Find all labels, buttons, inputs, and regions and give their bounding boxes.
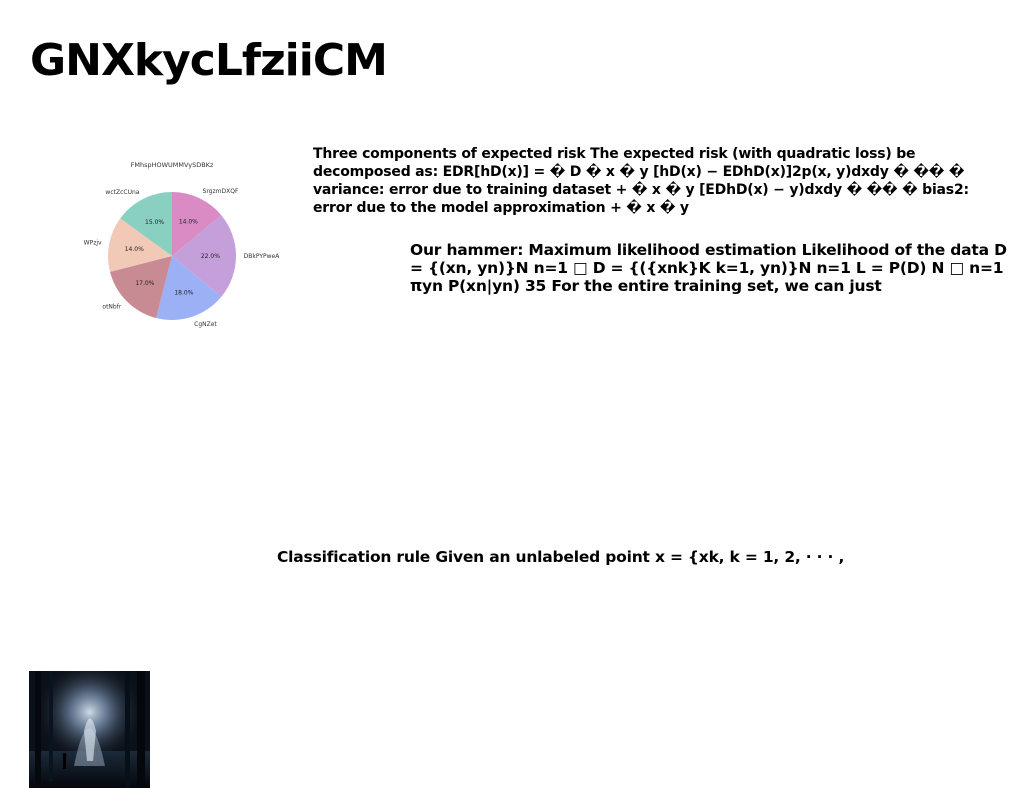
pie-category-label: wctZcCUna	[105, 189, 139, 196]
dark-forest-figure-image	[29, 671, 150, 788]
page-title: GNXkycLfziiCM	[30, 35, 388, 86]
pie-slice-DBkPYPweA	[172, 215, 236, 297]
pie-slice-WPzjv	[108, 218, 172, 272]
pie-value-label: 14.0%	[125, 246, 144, 253]
pie-slice-otNbfr	[110, 256, 172, 318]
pie-category-label: SrgzmDXQF	[203, 188, 239, 195]
pie-value-label: 18.0%	[174, 290, 193, 297]
pie-category-label: DBkPYPweA	[244, 253, 281, 260]
chart-title: FMhspHOWUMMVySDBKz	[131, 161, 214, 169]
pie-category-label: otNbfr	[102, 304, 121, 311]
pie-category-label: WPzjv	[84, 240, 102, 247]
pie-slice-SrgzmDXQF	[172, 192, 222, 256]
text-block-classification-rule: Classification rule Given an unlabeled p…	[277, 548, 845, 566]
pie-chart-svg: 14.0% SrgzmDXQF 22.0% DBkPYPweA 18.0% CgNZet 1…	[84, 161, 281, 328]
text-block-expected-risk: Three components of expected risk The ex…	[313, 146, 969, 216]
pie-value-label: 14.0%	[179, 218, 198, 225]
pie-value-label: 22.0%	[201, 253, 220, 260]
pie-value-label: 15.0%	[145, 219, 164, 226]
text-block-max-likelihood: Our hammer: Maximum likelihood estimatio…	[410, 241, 1007, 295]
pie-slice-CgNZet	[156, 256, 222, 320]
photo-svg	[29, 671, 150, 788]
pie-chart: 14.0% SrgzmDXQF 22.0% DBkPYPweA 18.0% CgNZet 1…	[78, 155, 288, 350]
pie-slice-wctZcCUna	[120, 192, 172, 256]
pie-category-label: CgNZet	[194, 321, 217, 328]
pie-value-label: 17.0%	[135, 280, 154, 287]
